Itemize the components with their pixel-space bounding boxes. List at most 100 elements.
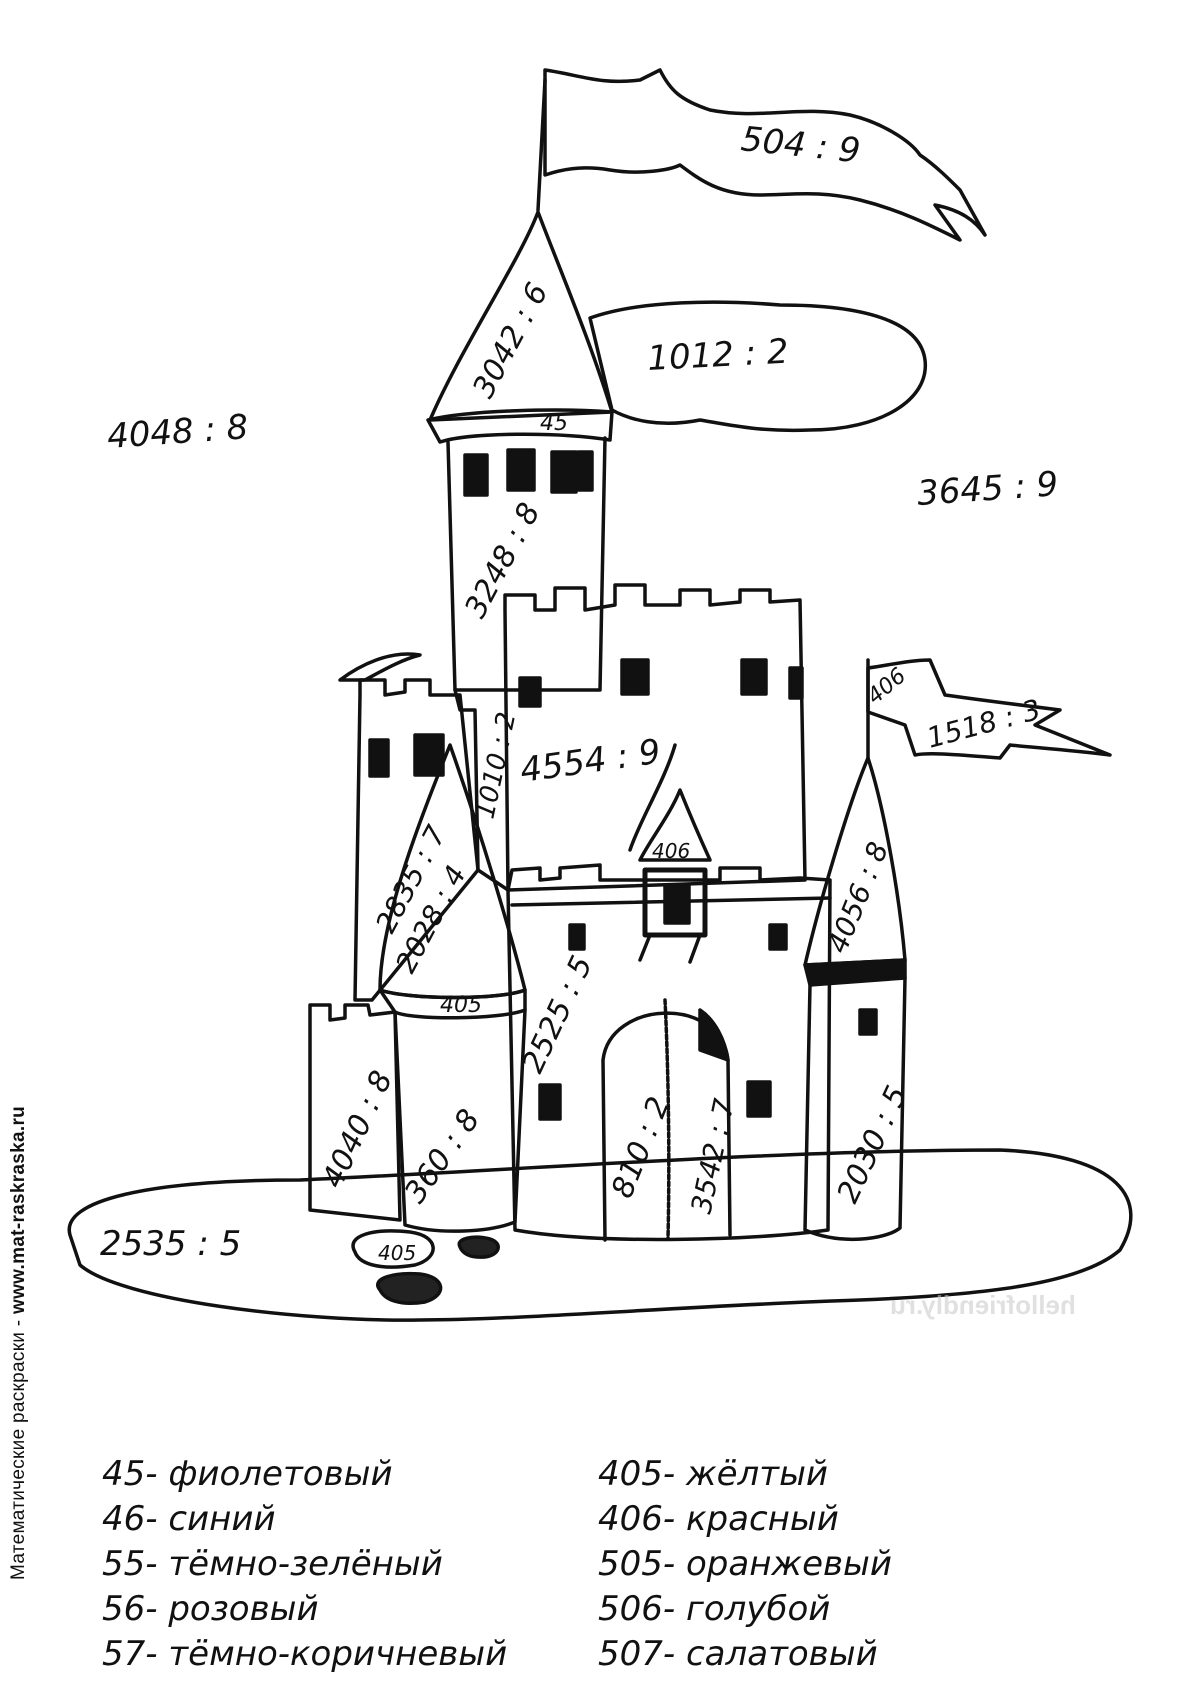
problem-sky-right: 3645 : 9 [916,464,1060,514]
problem-stone: 405 [378,1241,416,1265]
window [518,676,542,708]
window [768,923,788,951]
legend-color-name: голубой [685,1589,831,1629]
side-credit-text: Математические раскраски - [8,1313,29,1580]
left-wall-tower [353,678,480,1002]
stone [351,1229,435,1269]
legend-row: 406- красный [598,1497,892,1542]
keep-crack [628,743,677,852]
window [858,1008,878,1036]
problem-balcony: 406 [652,839,690,863]
legend-color-name: тёмно-коричневый [168,1634,508,1674]
problem-right-flag-tag: 406 [863,663,911,709]
legend-color-name: тёмно-зелёный [168,1544,443,1584]
problem-keep-wall: 4554 : 9 [518,732,663,791]
problem-left-band: 405 [440,993,482,1018]
legend-row: 46- синий [102,1497,507,1542]
gate-shade [698,1008,730,1062]
legend-code: 56 [102,1589,146,1629]
legend-code: 405 [598,1454,663,1494]
legend-row: 405- жёлтый [598,1452,892,1497]
legend-row: 506- голубой [598,1587,892,1632]
balcony-inner [663,883,691,925]
legend-code: 406 [598,1499,663,1539]
legend-separator: - [662,1544,686,1584]
legend-row: 57- тёмно-коричневый [102,1632,507,1677]
problem-flag-top: 504 : 9 [739,119,862,171]
legend-color-name: салатовый [685,1634,878,1674]
legend-color-name: оранжевый [685,1544,892,1584]
problem-gate-left: 810 : 2 [605,1092,677,1203]
legend-color-name: фиолетовый [168,1454,393,1494]
gate-rope [663,998,671,1240]
legend-row: 56- розовый [102,1587,507,1632]
front-building [506,863,832,1242]
legend-color-name: розовый [168,1589,319,1629]
legend-code: 507 [598,1634,663,1674]
legend-row: 505- оранжевый [598,1542,892,1587]
problem-tower-band: 45 [540,411,568,436]
legend-separator: - [662,1499,686,1539]
window [576,450,594,492]
problem-right-cone: 4056 : 8 [821,837,895,957]
legend-separator: - [145,1589,169,1629]
window [740,658,768,696]
legend-code: 46 [102,1499,146,1539]
window [550,450,578,494]
window [568,923,586,951]
problem-left-round-tower: 360 : 8 [398,1103,487,1210]
legend-separator: - [662,1634,686,1674]
legend-separator: - [145,1634,169,1674]
balcony-window [642,867,708,938]
flag-top [543,68,987,242]
problem-front-wall: 2525 : 5 [516,951,600,1079]
legend-code: 505 [598,1544,663,1584]
stone [376,1271,443,1305]
tower-band [426,408,614,444]
right-flag [866,658,1112,760]
ground-island [67,1148,1133,1322]
problem-cloud: 1012 : 2 [646,332,789,379]
cloud-banner [588,300,927,433]
low-left-wall [308,1003,402,1222]
window [788,666,804,700]
window [413,733,445,777]
legend-separator: - [662,1454,686,1494]
window [538,1083,562,1121]
legend-row: 45- фиолетовый [102,1452,507,1497]
color-legend-left: 45- фиолетовый 46- синий 55- тёмно-зелён… [102,1452,507,1677]
legend-color-name: синий [168,1499,276,1539]
legend-code: 506 [598,1589,663,1629]
legend-separator: - [145,1544,169,1584]
side-credit: Математические раскраски - www.mat-raskr… [8,1106,30,1580]
legend-separator: - [145,1499,169,1539]
legend-row: 55- тёмно-зелёный [102,1542,507,1587]
legend-separator: - [662,1589,686,1629]
legend-color-name: красный [685,1499,839,1539]
right-band [803,958,907,987]
window [506,448,536,492]
right-round-tower [803,976,907,1242]
left-round-tower [393,1008,527,1233]
legend-row: 507- салатовый [598,1632,892,1677]
legend-code: 45 [102,1454,146,1494]
problem-small-tower: 1010 : 2 [471,710,523,822]
problem-ground: 2535 : 5 [100,1224,241,1264]
balcony-supports [638,933,702,964]
legend-color-name: жёлтый [685,1454,829,1494]
legend-code: 57 [102,1634,146,1674]
stone [457,1235,500,1259]
small-tower [453,688,510,892]
balcony-roof [638,788,712,862]
left-band [378,988,527,1020]
color-legend-right: 405- жёлтый 406- красный 505- оранжевый … [598,1452,892,1677]
watermark: hellofriendly.ru [890,1290,1076,1320]
problem-sky-left: 4048 : 8 [106,407,250,457]
side-credit-site: www.mat-raskraska.ru [8,1105,29,1314]
window [463,453,489,497]
main-keep [503,583,807,892]
window [746,1080,772,1118]
legend-code: 55 [102,1544,146,1584]
roof-debris [338,652,422,682]
